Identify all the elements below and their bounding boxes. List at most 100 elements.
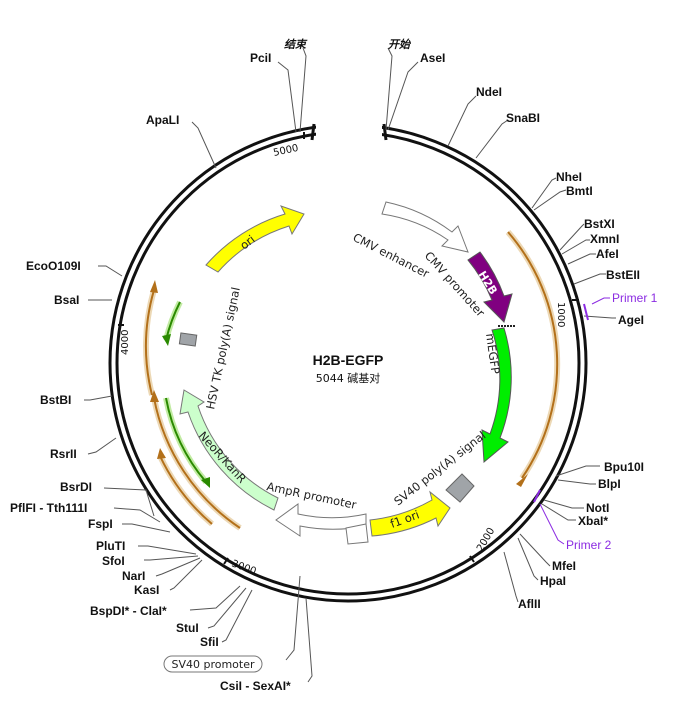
tick-3000-mark bbox=[223, 557, 229, 565]
site-pcii: PciI bbox=[250, 51, 271, 65]
leader-end bbox=[299, 47, 307, 133]
feature-h2b bbox=[467, 251, 513, 323]
leader-sfoi bbox=[144, 555, 199, 561]
leader-rsrii bbox=[87, 437, 117, 455]
leader-hpai bbox=[517, 537, 539, 581]
sv40-promoter-tag: SV40 promoter bbox=[163, 655, 263, 673]
leader-mfei bbox=[519, 533, 551, 567]
orf-right-arrowhead bbox=[516, 474, 528, 487]
site-hpai: HpaI bbox=[540, 574, 566, 588]
leader-bsrdi bbox=[103, 487, 155, 517]
leader-stui bbox=[207, 587, 247, 629]
orf-left-outer-core bbox=[145, 289, 155, 396]
leader-asei bbox=[387, 61, 419, 131]
site-sfii: SfiI bbox=[200, 635, 219, 649]
primer-1-leader bbox=[591, 297, 610, 305]
orf-left-lower2 bbox=[157, 454, 214, 527]
feature-ampr-promoter-tail bbox=[345, 523, 369, 545]
feature-sv40-polya-label: SV40 poly(A) signal bbox=[391, 428, 488, 508]
site-bpu10i: Bpu10I bbox=[604, 460, 644, 474]
leader-bstbi bbox=[84, 395, 113, 401]
site-bstxi: BstXI bbox=[584, 217, 615, 231]
site-afei: AfeI bbox=[596, 247, 619, 261]
orf-right-arc-core bbox=[507, 231, 559, 479]
feature-cmv-enhancer bbox=[381, 201, 469, 253]
site-nhei: NheI bbox=[556, 170, 582, 184]
leader-blpi bbox=[557, 479, 596, 485]
site-apali: ApaLI bbox=[146, 113, 179, 127]
orf-green-2-core bbox=[165, 397, 207, 483]
start-cap bbox=[382, 123, 388, 141]
leader-sfii bbox=[221, 589, 253, 643]
leader-aflii bbox=[503, 551, 519, 603]
site-agei: AgeI bbox=[618, 313, 644, 327]
leader-bpu10i bbox=[555, 465, 600, 477]
tick-3000: 3000 bbox=[230, 558, 258, 577]
leader-bsteii bbox=[573, 273, 606, 285]
site-bsteii: BstEII bbox=[606, 268, 640, 282]
site-stui: StuI bbox=[176, 621, 199, 635]
site-fspi: FspI bbox=[88, 517, 113, 531]
feature-sv40-polya bbox=[445, 473, 475, 503]
site-bstbi: BstBI bbox=[40, 393, 71, 407]
orf-left-lower2-arrowhead bbox=[157, 448, 166, 459]
site-kasi: KasI bbox=[134, 583, 159, 597]
primers bbox=[533, 297, 610, 545]
site-bsrdi: BsrDI bbox=[60, 480, 92, 494]
backbone bbox=[108, 118, 588, 603]
orf-arcs bbox=[143, 230, 561, 531]
site-ecoo109i: EcoO109I bbox=[26, 259, 81, 273]
primer-2-leader bbox=[539, 503, 565, 545]
site-sfoi: SfoI bbox=[102, 554, 125, 568]
leader-bmti bbox=[533, 189, 567, 211]
leader-xmni bbox=[561, 239, 590, 255]
tick-5000: 5000 bbox=[272, 143, 299, 159]
leader-apali bbox=[191, 121, 217, 169]
primer-2-marker bbox=[533, 489, 541, 503]
feature-megfp bbox=[481, 327, 512, 464]
leader-bspdi bbox=[189, 585, 241, 611]
site-pluti: PluTI bbox=[96, 539, 125, 553]
primer-1-marker bbox=[583, 303, 589, 321]
orf-left-outer-arrowhead bbox=[150, 280, 158, 293]
label-end: 结束 bbox=[284, 38, 308, 51]
site-snabi: SnaBI bbox=[506, 111, 540, 125]
sv40-promoter-label: SV40 promoter bbox=[171, 658, 255, 671]
site-xbai: XbaI* bbox=[578, 514, 608, 528]
leader-kasi bbox=[169, 559, 203, 591]
orf-green-1-arrowhead bbox=[162, 334, 171, 346]
origin-gap bbox=[316, 118, 382, 140]
feature-cmv-enhancer-label: CMV enhancer bbox=[351, 230, 432, 281]
primer-2-label: Primer 2 bbox=[566, 538, 612, 552]
feature-megfp-label: mEGFP bbox=[483, 332, 503, 375]
leader-afei bbox=[567, 253, 596, 265]
leader-csii bbox=[305, 597, 313, 683]
feature-f1-ori bbox=[369, 490, 451, 537]
feature-ampr-promoter-label: AmpR promoter bbox=[265, 479, 358, 512]
leader-noti bbox=[543, 499, 584, 509]
site-bspdi: BspDI* - ClaI* bbox=[90, 604, 167, 618]
feature-neor bbox=[179, 389, 279, 511]
site-bmti: BmtI bbox=[566, 184, 593, 198]
orf-green-2-arrowhead bbox=[201, 477, 210, 488]
feature-hsv-tk-polya bbox=[178, 332, 198, 347]
orf-left-lower-core bbox=[153, 397, 241, 529]
end-cap bbox=[310, 123, 316, 141]
site-xmni: XmnI bbox=[590, 232, 619, 246]
leader-fspi bbox=[122, 523, 171, 533]
leader-nari bbox=[155, 557, 201, 577]
leader-agei bbox=[583, 315, 616, 319]
site-bsai: BsaI bbox=[54, 293, 79, 307]
site-blpi: BlpI bbox=[598, 477, 621, 491]
leader-start bbox=[385, 47, 393, 131]
site-mfei: MfeI bbox=[552, 559, 576, 573]
orf-left-lower2-core bbox=[159, 455, 213, 525]
leader-ndei bbox=[447, 95, 477, 147]
site-aflii: AflII bbox=[518, 597, 541, 611]
feature-ori bbox=[205, 205, 305, 273]
leader-ecoo109i bbox=[98, 265, 123, 277]
leader-pluti bbox=[138, 545, 197, 555]
tick-4000: 4000 bbox=[120, 330, 131, 355]
site-leader-lines bbox=[84, 47, 616, 683]
